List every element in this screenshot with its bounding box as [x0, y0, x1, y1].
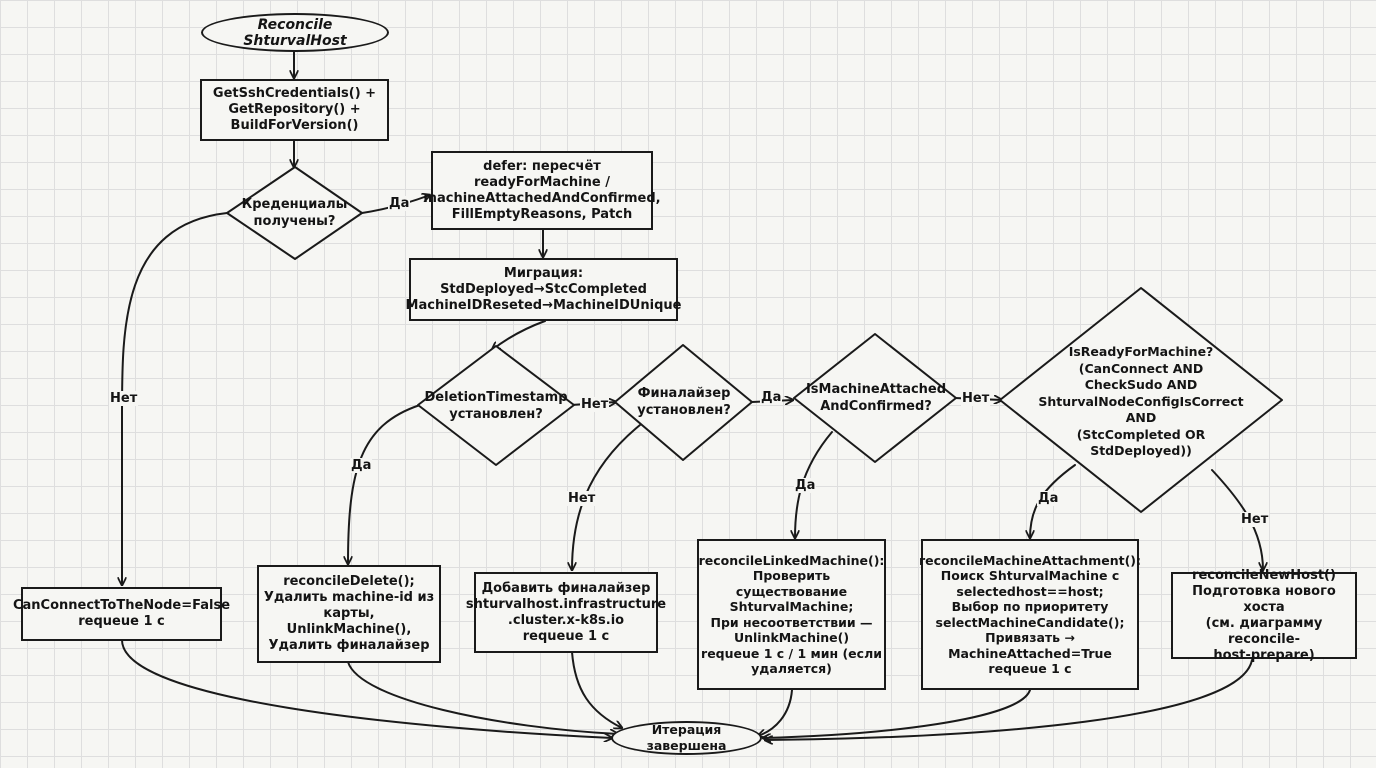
decision-attached-shape [793, 333, 957, 463]
decision-credentials-shape [226, 166, 363, 260]
edge-linked-to-end [758, 689, 793, 736]
start-node: Reconcile ShturvalHost [201, 13, 389, 52]
label-deletion-no: Нет [580, 397, 610, 412]
edge-addfinalizer-to-end [571, 651, 622, 728]
reconcile-delete-box: reconcileDelete(); Удалить machine-id из… [257, 565, 441, 663]
edge-cannotconnect-to-end [121, 639, 612, 738]
label-finalizer-yes: Да [760, 390, 783, 405]
machine-attachment-box: reconcileMachineAttachment(): Поиск Shtu… [919, 539, 1141, 690]
deletion-decision-text: DeletionTimestamp установлен? [424, 390, 568, 422]
label-finalizer-no: Нет [567, 491, 597, 506]
edge-migration-to-deletion [492, 320, 546, 350]
finalizer-decision-text: Финалайзер установлен? [637, 386, 731, 418]
label-ready-yes: Да [1037, 491, 1060, 506]
label-ready-no: Нет [1240, 512, 1270, 527]
decision-ready-shape [999, 287, 1283, 513]
credentials-decision-text: Креденциалы получены? [241, 197, 348, 229]
label-attached-no: Нет [961, 391, 991, 406]
cannot-connect-box: CanConnectToTheNode=False requeue 1 с [13, 587, 230, 641]
label-creds-yes: Да [388, 196, 411, 211]
label-attached-yes: Да [794, 478, 817, 493]
decision-finalizer-shape [614, 344, 753, 461]
new-host-box: reconcileNewHost() Подготовка нового хос… [1171, 568, 1357, 663]
label-creds-no: Нет [109, 391, 139, 406]
end-node: Итерация завершена [611, 721, 762, 755]
ready-decision-text: IsReadyForMachine? (CanConnect AND Check… [1038, 344, 1244, 459]
defer-box: defer: пересчёт readyForMachine / machin… [423, 151, 661, 230]
decision-deletion-shape [417, 345, 575, 466]
migration-box: Миграция: StdDeployed→StcCompleted Machi… [406, 258, 681, 321]
linked-machine-box: reconcileLinkedMachine(): Проверить суще… [697, 539, 886, 690]
add-finalizer-box: Добавить финалайзер shturvalhost.infrast… [466, 572, 666, 653]
get-credentials-box: GetSshCredentials() + GetRepository() + … [200, 79, 389, 141]
edge-deletion-yes [348, 404, 421, 565]
edge-delete-to-end [347, 661, 618, 734]
edge-newhost-to-end [764, 659, 1253, 740]
attached-decision-text: IsMachineAttached AndConfirmed? [805, 382, 947, 414]
label-deletion-yes: Да [350, 458, 373, 473]
edge-attachment-to-end [763, 689, 1031, 738]
